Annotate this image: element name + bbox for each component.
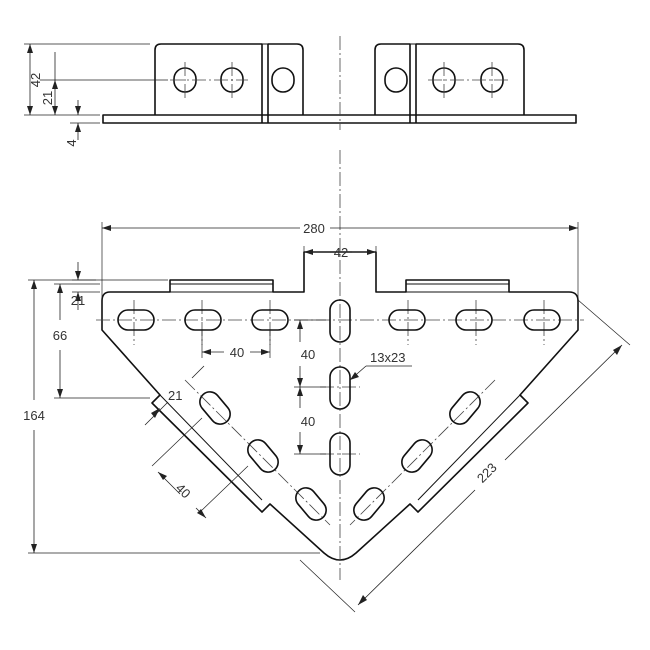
top-slot [384,67,408,93]
dim-label-40-vertical-2: 40 [301,414,315,429]
top-view-left-bracket [154,43,263,123]
top-view: 42 21 4 [24,36,577,147]
dim-label-223: 223 [474,460,500,486]
plan-view: 280 42 21 66 164 40 40 40 13x23 21 40 22… [23,150,631,613]
dim-label-40-vertical-1: 40 [301,347,315,362]
dim-label-4-top: 4 [64,139,79,146]
dim-label-21-top: 21 [40,91,55,105]
slot-diagonal [295,487,327,521]
slot-diagonal [401,439,433,473]
diagonal-slots-right [353,391,481,521]
top-view-right-bracket-outer [415,43,525,123]
slot-horizontal [388,309,426,331]
top-view-left-bracket-inner [267,43,304,123]
slot-vertical [329,299,351,343]
top-view-dimensions [24,43,168,140]
slot-horizontal [455,309,493,331]
dim-label-42-tab: 42 [334,245,348,260]
slot-vertical [329,366,351,410]
slot-vertical [329,432,351,476]
top-view-base-plate [102,114,577,124]
dim-label-280: 280 [303,221,325,236]
top-slot [271,67,295,93]
dim-label-21-edge: 21 [71,293,85,308]
dim-label-40-horizontal: 40 [230,345,244,360]
top-view-slots [170,62,508,98]
diagonal-slots-left [199,391,327,521]
slot-diagonal [449,391,481,425]
slot-diagonal [353,487,385,521]
slot-horizontal [184,309,222,331]
slot-horizontal [117,309,155,331]
dim-label-slot-size: 13x23 [370,350,405,365]
vertical-slots [329,299,351,476]
slot-diagonal [247,439,279,473]
dim-label-40-diagonal: 40 [173,480,194,501]
top-view-right-bracket [374,43,411,123]
dim-label-42-top: 42 [28,73,43,87]
dim-label-66: 66 [53,328,67,343]
plan-dimensions [28,222,631,613]
slot-diagonal [199,391,231,425]
plate-outline [101,251,579,561]
slot-horizontal [523,309,561,331]
dim-label-21-diagonal: 21 [168,388,182,403]
dim-label-164: 164 [23,408,45,423]
